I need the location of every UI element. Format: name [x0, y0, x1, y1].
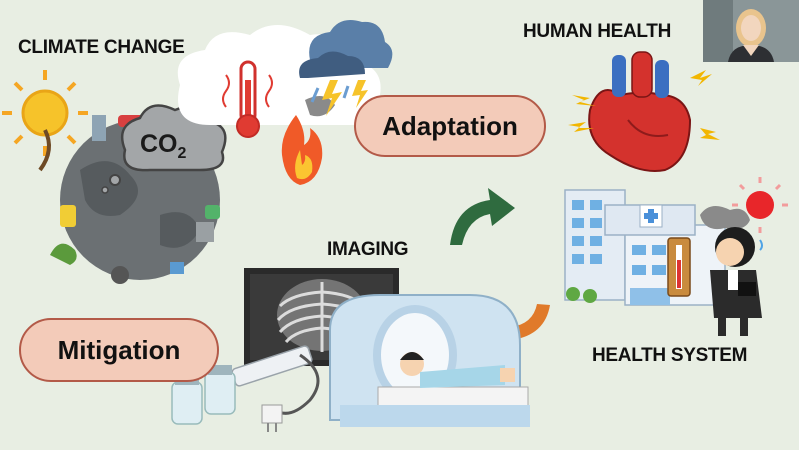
adaptation-pill: Adaptation [354, 95, 546, 157]
co2-subscript: 2 [177, 145, 187, 162]
co2-text: CO2 [140, 130, 186, 163]
sun-icon [2, 70, 88, 156]
power-strip-icon [231, 345, 320, 432]
human-health-label: HUMAN HEALTH [523, 21, 672, 42]
mitigation-pill: Mitigation [19, 318, 219, 382]
mri-scanner-icon [329, 294, 530, 427]
presenter-avatar-icon [703, 0, 799, 62]
hot-sun-icon [700, 177, 788, 233]
climate-change-label: CLIMATE CHANGE [18, 37, 185, 58]
overheated-woman-icon [667, 227, 763, 336]
heart-alert-lines-icon [568, 70, 720, 140]
hospital-building-icon [564, 189, 726, 306]
health-system-label: HEALTH SYSTEM [592, 345, 748, 366]
co2-main: CO [140, 130, 178, 158]
presenter-video-thumbnail[interactable] [703, 0, 799, 62]
fire-icon [281, 96, 335, 185]
imaging-label: IMAGING [327, 239, 409, 260]
heart-organ-icon [588, 51, 692, 172]
green-curved-arrow-icon [450, 188, 515, 245]
storm-cloud-icon [299, 19, 393, 116]
